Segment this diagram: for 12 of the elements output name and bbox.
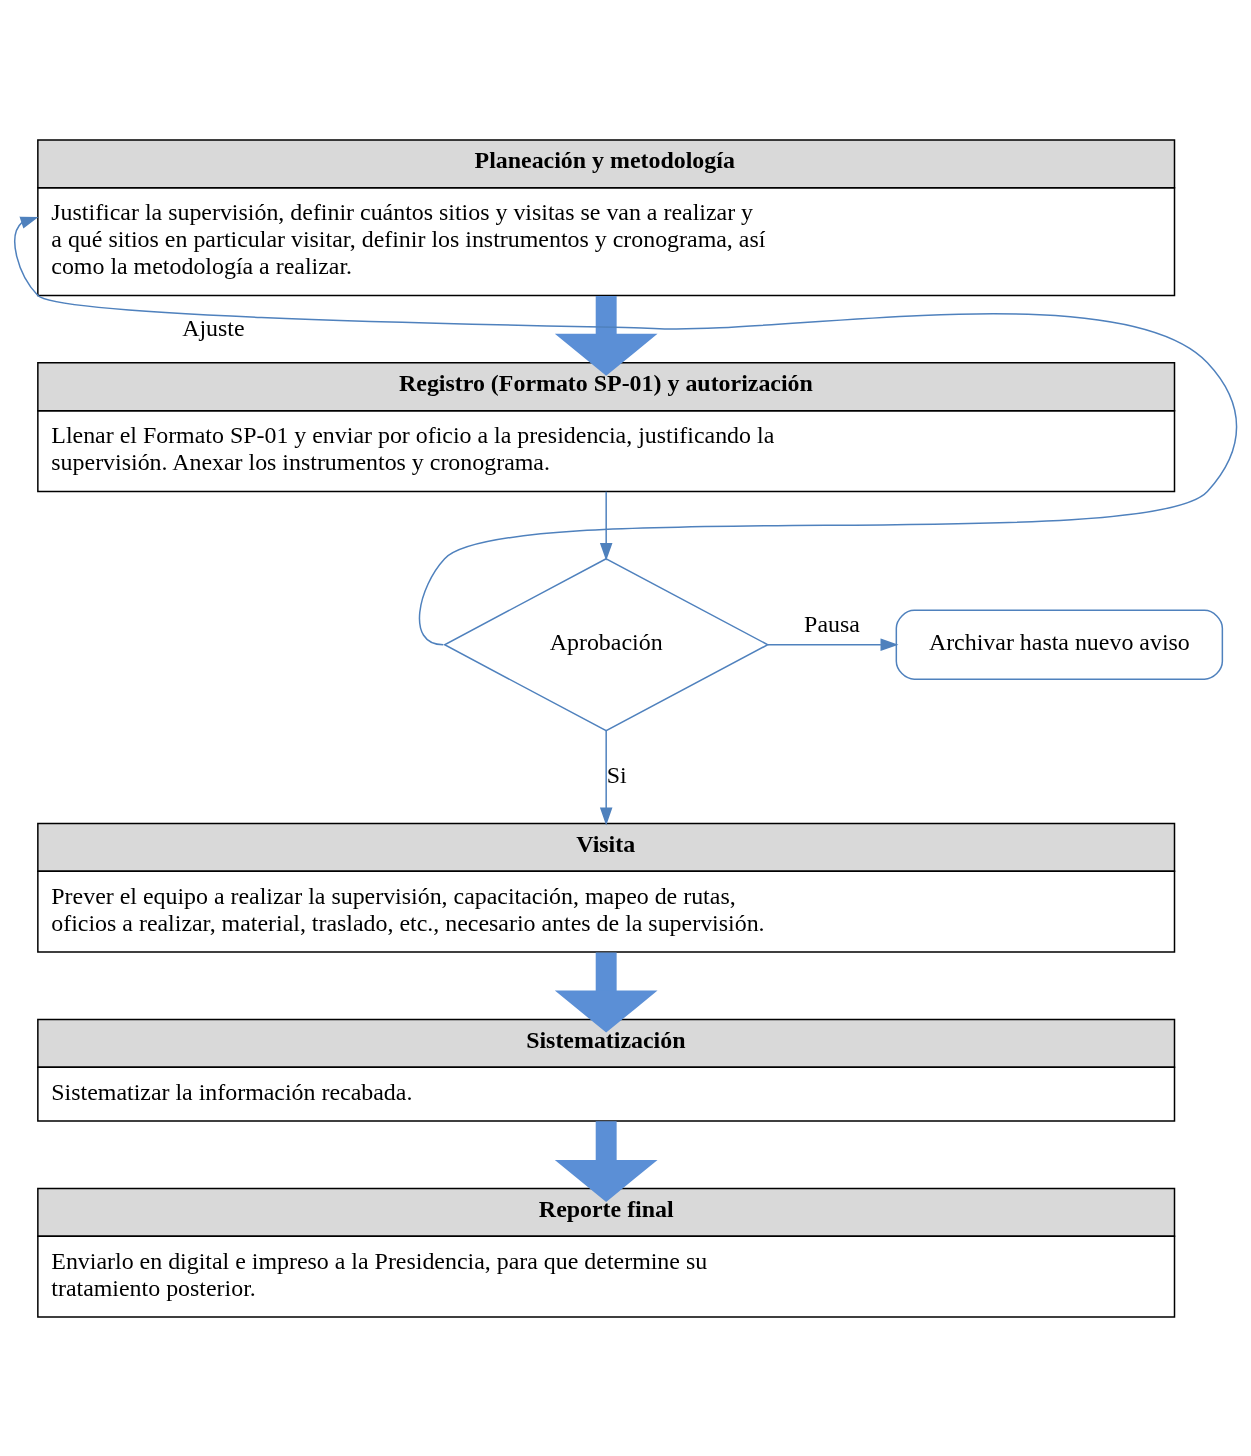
edge-label: Pausa — [804, 610, 860, 637]
arrow — [14, 216, 1238, 645]
edge-label: Si — [606, 761, 627, 788]
arrow — [554, 1120, 658, 1202]
arrow — [767, 637, 899, 651]
edge-label: Ajuste — [182, 314, 245, 341]
node-box: Archivar hasta nuevo aviso — [895, 609, 1224, 680]
arrow — [554, 295, 658, 376]
node-diamond: Aprobación — [443, 557, 770, 732]
arrow — [554, 952, 658, 1032]
arrow — [599, 729, 613, 825]
arrow — [599, 490, 613, 561]
